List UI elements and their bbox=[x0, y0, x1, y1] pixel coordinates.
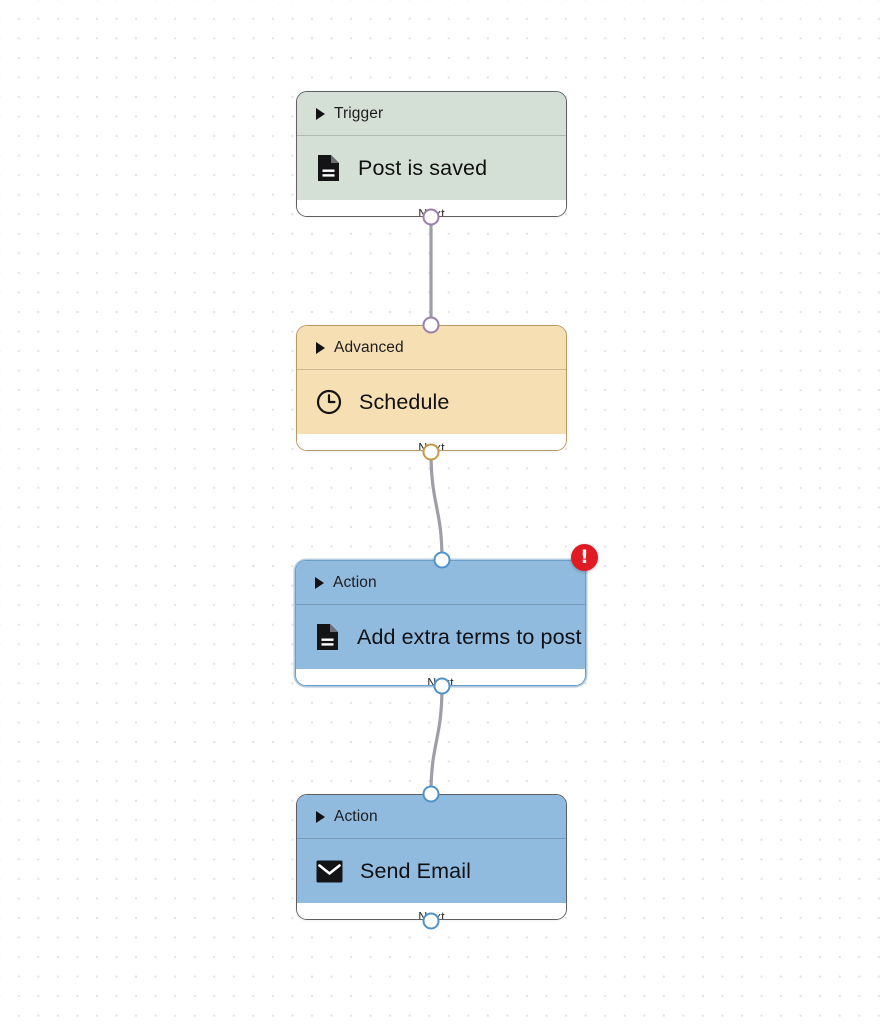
expand-triangle-icon[interactable] bbox=[316, 341, 325, 354]
node-header-label: Advanced bbox=[334, 338, 404, 356]
workflow-node-action-add-extra-terms[interactable]: Action Add extra terms to postNext bbox=[295, 560, 586, 686]
node-header-label: Trigger bbox=[334, 104, 384, 122]
connector-edge[interactable] bbox=[429, 450, 444, 562]
node-body[interactable]: Send Email bbox=[297, 838, 566, 903]
node-body[interactable]: Post is saved bbox=[297, 135, 566, 200]
workflow-node-action-send-email[interactable]: Action Send EmailNext bbox=[296, 794, 567, 920]
node-title: Schedule bbox=[359, 389, 450, 414]
node-header-label: Action bbox=[333, 573, 377, 591]
error-badge-icon[interactable]: ! bbox=[571, 544, 598, 571]
error-badge-glyph: ! bbox=[580, 545, 589, 568]
handle-advanced-in[interactable] bbox=[422, 316, 440, 334]
connector-edge[interactable] bbox=[429, 684, 444, 796]
node-title: Send Email bbox=[360, 858, 471, 883]
envelope-icon bbox=[316, 860, 343, 882]
handle-action1-out[interactable] bbox=[433, 677, 451, 695]
clock-icon bbox=[316, 389, 342, 415]
expand-triangle-icon[interactable] bbox=[316, 810, 325, 823]
node-body[interactable]: Schedule bbox=[297, 369, 566, 434]
expand-triangle-icon[interactable] bbox=[316, 107, 325, 120]
node-header-label: Action bbox=[334, 807, 378, 825]
node-title: Post is saved bbox=[358, 155, 488, 180]
node-body[interactable]: Add extra terms to post bbox=[296, 604, 585, 669]
document-icon bbox=[317, 624, 338, 650]
node-title: Add extra terms to post bbox=[357, 624, 582, 649]
node-header[interactable]: Advanced bbox=[297, 326, 566, 369]
node-header[interactable]: Trigger bbox=[297, 92, 566, 135]
handle-action2-in[interactable] bbox=[422, 785, 440, 803]
handle-action1-in[interactable] bbox=[433, 551, 451, 569]
document-icon bbox=[318, 155, 339, 181]
handle-advanced-out[interactable] bbox=[422, 443, 440, 461]
workflow-node-advanced-schedule[interactable]: Advanced ScheduleNext bbox=[296, 325, 567, 451]
handle-action2-out[interactable] bbox=[422, 912, 440, 930]
workflow-node-trigger-post-is-saved[interactable]: Trigger Post is savedNext bbox=[296, 91, 567, 217]
handle-trigger-out[interactable] bbox=[422, 208, 440, 226]
expand-triangle-icon[interactable] bbox=[315, 576, 324, 589]
